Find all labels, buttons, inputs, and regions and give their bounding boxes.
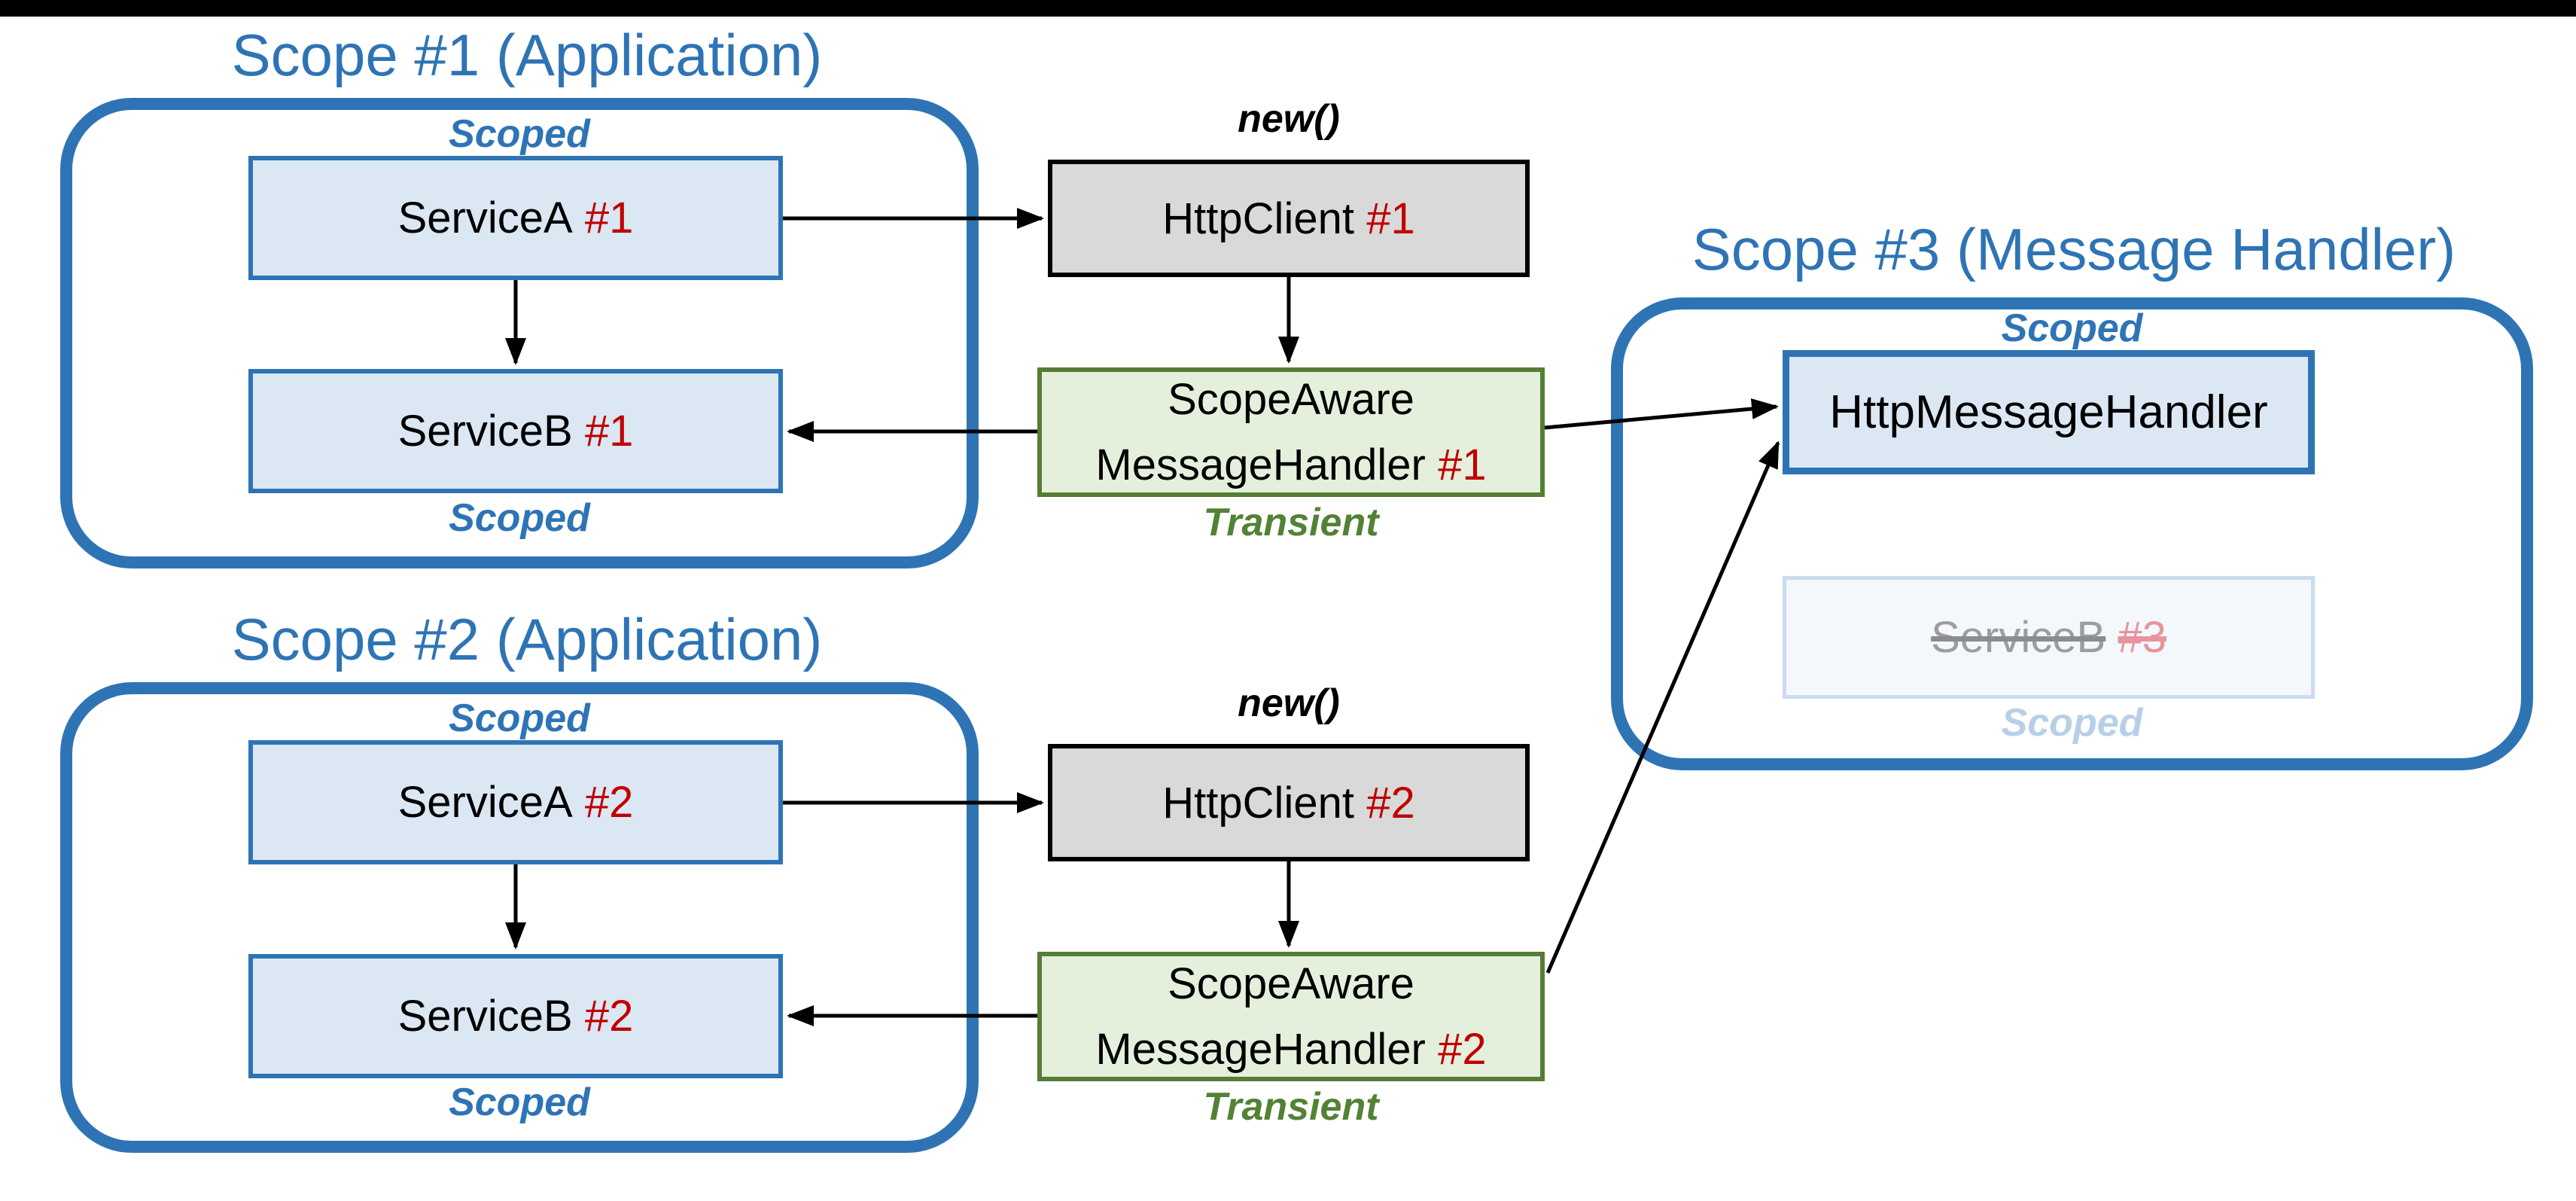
- scopeaware-handler2-box: ScopeAware MessageHandler#2: [1037, 952, 1545, 1081]
- scopeaware-handler2-id: #2: [1438, 1025, 1487, 1074]
- httpclient2-id: #2: [1366, 778, 1415, 828]
- scope2-serviceb-label: ServiceB: [397, 992, 573, 1041]
- scope3-container: [1611, 297, 2533, 770]
- scopeaware-handler2-line2-name: MessageHandler: [1095, 1025, 1426, 1074]
- scope1-serviceb-box: ServiceB #1: [248, 369, 783, 493]
- scope2-title: Scope #2 (Application): [231, 606, 823, 672]
- scope2-serviceb-box: ServiceB #2: [248, 954, 783, 1078]
- scope1-scoped-top-label: Scoped: [449, 112, 590, 156]
- httpclient1-id: #1: [1366, 194, 1415, 243]
- scopeaware-handler1-line1: ScopeAware: [1168, 375, 1414, 424]
- scope3-serviceb-id: #3: [2118, 613, 2166, 662]
- httpclient1-box: HttpClient #1: [1048, 160, 1530, 277]
- scopeaware-handler1-line2-name: MessageHandler: [1095, 440, 1426, 489]
- handler2-transient-label: Transient: [1203, 1085, 1379, 1129]
- arrow-handler1-to-httpmessagehandler: [1544, 398, 1779, 430]
- httpmessagehandler-label: HttpMessageHandler: [1829, 386, 2268, 438]
- top-black-bar: [0, 0, 2576, 17]
- scope1-serviceb-label: ServiceB: [397, 407, 573, 456]
- scope1-title: Scope #1 (Application): [231, 22, 823, 88]
- scope3-scoped-top-label: Scoped: [2001, 306, 2143, 350]
- scope2-container: [60, 682, 979, 1153]
- scope1-servicea-id: #1: [584, 194, 634, 242]
- httpclient2-box: HttpClient #2: [1048, 744, 1530, 861]
- arrow-handler2-to-httpmessagehandler: [1545, 440, 1780, 974]
- scopeaware-handler2-line1: ScopeAware: [1168, 959, 1414, 1008]
- scope2-scoped-top-label: Scoped: [449, 697, 590, 740]
- httpclient2-label: HttpClient: [1162, 778, 1354, 828]
- scope2-scoped-bottom-label: Scoped: [449, 1081, 590, 1124]
- scopeaware-handler1-id: #1: [1438, 440, 1487, 489]
- scope2-servicea-box: ServiceA #2: [248, 740, 783, 864]
- scope1-servicea-label: ServiceA: [397, 194, 573, 242]
- scope3-serviceb-label: ServiceB: [1931, 613, 2106, 662]
- scope2-servicea-label: ServiceA: [397, 778, 573, 827]
- httpclient1-new-label: new(): [1238, 97, 1340, 141]
- scope1-container: [60, 98, 979, 568]
- scope1-scoped-bottom-label: Scoped: [449, 496, 590, 540]
- scope3-serviceb-faded-box: ServiceB #3: [1783, 576, 2315, 699]
- scope1-servicea-box: ServiceA #1: [248, 156, 783, 280]
- httpclient1-label: HttpClient: [1162, 194, 1354, 243]
- scope3-scoped-bottom-label: Scoped: [2001, 701, 2143, 745]
- scope1-serviceb-id: #1: [584, 407, 634, 456]
- scope3-title: Scope #3 (Message Handler): [1691, 216, 2456, 282]
- scopeaware-handler1-line2: MessageHandler#1: [1095, 432, 1486, 498]
- httpclient2-new-label: new(): [1238, 681, 1340, 725]
- scope2-servicea-id: #2: [584, 778, 634, 827]
- handler1-transient-label: Transient: [1203, 501, 1379, 544]
- scopeaware-handler2-line2: MessageHandler#2: [1095, 1017, 1486, 1082]
- scope2-serviceb-id: #2: [584, 992, 634, 1041]
- httpmessagehandler-box: HttpMessageHandler: [1783, 350, 2315, 474]
- scopeaware-handler1-box: ScopeAware MessageHandler#1: [1037, 367, 1545, 497]
